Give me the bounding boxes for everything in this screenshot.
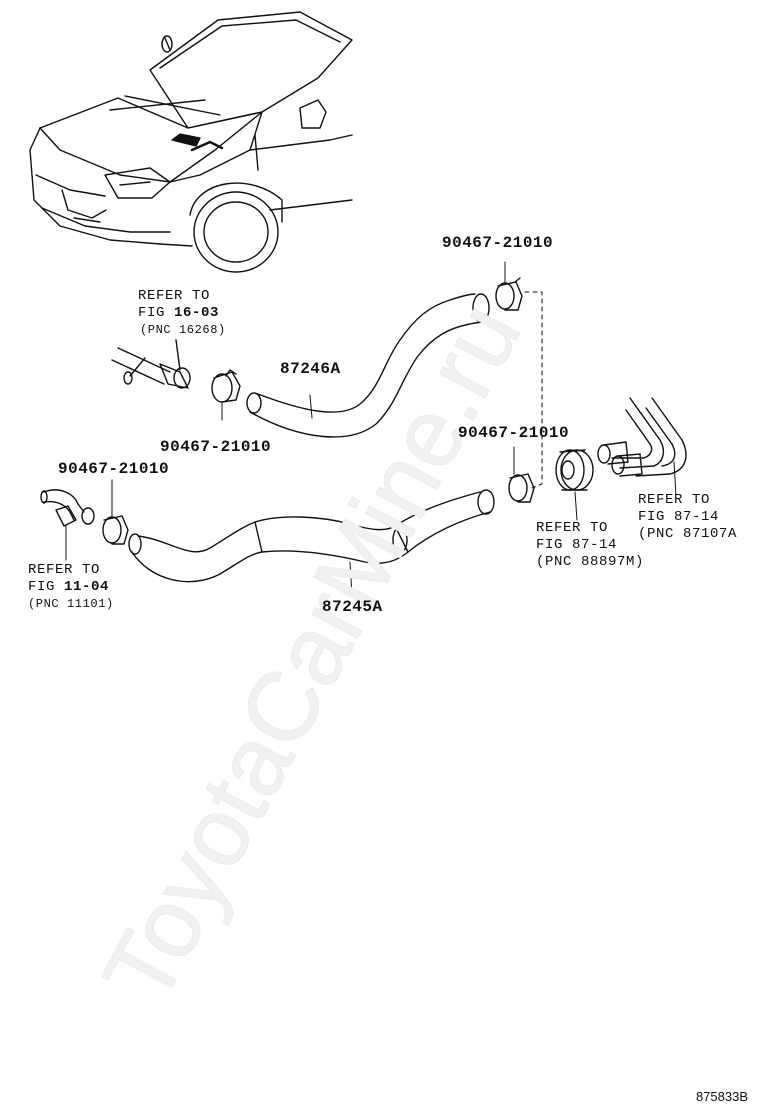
connector-dashed-line — [524, 291, 543, 489]
ref-line3: (PNC 16268) — [140, 323, 226, 337]
pipe-fitting-11-04 — [40, 489, 95, 561]
heater-pipes-87107a — [597, 397, 687, 497]
hose-clamp-middle-right — [508, 446, 535, 503]
figure-id: 875833B — [695, 1089, 748, 1104]
hose-clamp-lower-left — [102, 479, 129, 545]
part-number-clamp-top-right: 90467-21010 — [442, 234, 554, 252]
reference-87-14-grommet: REFER TO FIG 87-14 (PNC 88897M) — [536, 520, 644, 571]
ref-fig-number: 11-04 — [64, 579, 110, 595]
part-number-87245a: 87245A — [322, 598, 383, 616]
ref-line3: (PNC 88897M) — [536, 554, 645, 570]
grommet-88897m — [555, 449, 594, 521]
reference-87-14-pipes: REFER TO FIG 87-14 (PNC 87107A — [638, 492, 737, 543]
hose-87246a — [246, 293, 490, 438]
pipe-fitting-16-03 — [111, 339, 191, 389]
ref-line3: (PNC 11101) — [28, 597, 114, 611]
ref-line2: FIG 87-14 — [638, 509, 720, 525]
hose-clamp-top-right — [495, 261, 523, 311]
ref-line1: REFER TO — [536, 520, 609, 536]
reference-16-03: REFER TO FIG 16-03 (PNC 16268) — [138, 288, 226, 339]
ref-fig-number: 16-03 — [174, 305, 220, 321]
ref-line2: FIG 87-14 — [536, 537, 618, 553]
ref-line3: (PNC 87107A — [638, 526, 738, 542]
part-number-clamp-lower-left: 90467-21010 — [58, 460, 170, 478]
ref-line1: REFER TO — [28, 562, 101, 578]
ref-line2-prefix: FIG — [138, 305, 175, 321]
car-illustration — [29, 11, 353, 273]
ref-line2-prefix: FIG — [28, 579, 65, 595]
part-number-87246a: 87246A — [280, 360, 341, 378]
ref-line1: REFER TO — [138, 288, 211, 304]
hose-clamp-upper-left — [211, 369, 241, 421]
part-number-clamp-upper-left: 90467-21010 — [160, 438, 272, 456]
ref-line1: REFER TO — [638, 492, 711, 508]
hose-87245a — [128, 489, 495, 597]
part-number-clamp-middle-right: 90467-21010 — [458, 424, 570, 442]
reference-11-04: REFER TO FIG 11-04 (PNC 11101) — [28, 562, 114, 613]
